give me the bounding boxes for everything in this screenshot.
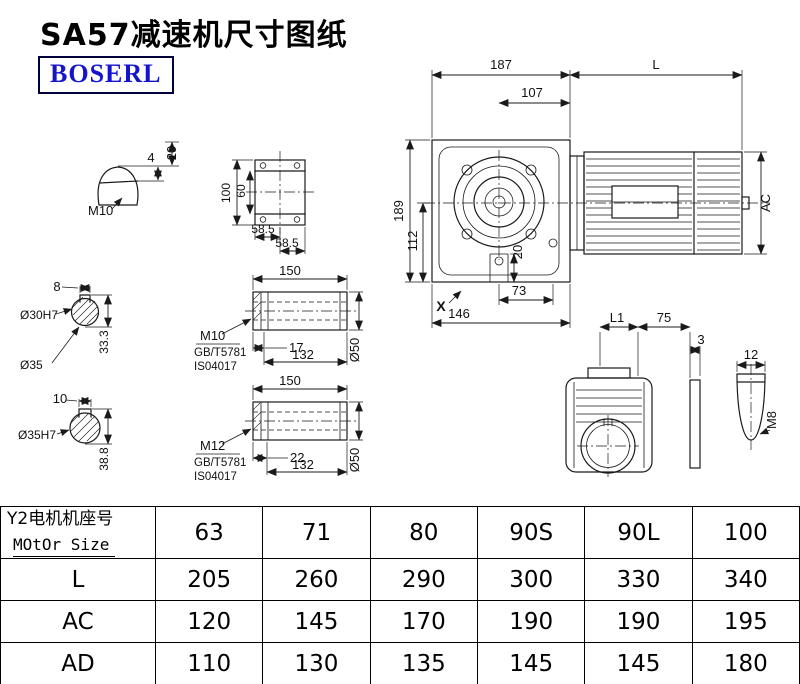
dim-main-107: 107 [521, 85, 543, 100]
label-bore1-od: Ø35 [20, 358, 43, 372]
dim-main-L: L [652, 57, 659, 72]
dim-rear-75: 75 [657, 310, 671, 325]
motor-size-100: 100 [691, 506, 800, 559]
value-AC-90l: 190 [584, 600, 693, 643]
label-rear-thread: M8 [764, 411, 779, 429]
label-shaft1-std2: IS04017 [194, 361, 237, 373]
dim-main-73: 73 [512, 283, 526, 298]
table-header-row: Y2电机机座号 MOtOr Size 63 71 80 90S 90L 100 [0, 506, 800, 559]
dim-rear-3: 3 [697, 332, 704, 347]
motor-size-80: 80 [369, 506, 478, 559]
label-shaft1-thread: M10 [200, 328, 225, 343]
technical-drawing: 4 20 M10 100 60 58.5 5 [18, 57, 779, 483]
value-AC-90s: 190 [476, 600, 586, 643]
dim-key-width: 20 [164, 146, 179, 160]
dim-rear-12: 12 [744, 347, 758, 362]
row-label-AD: AD [0, 642, 156, 684]
motor-size-90s: 90S [476, 506, 586, 559]
value-L-71: 260 [262, 558, 371, 601]
value-L-100: 340 [691, 558, 800, 601]
dimension-table: Y2电机机座号 MOtOr Size 63 71 80 90S 90L 100 … [0, 506, 800, 684]
dim-bore1-keyway: 8 [53, 279, 60, 294]
label-main-X: X [436, 298, 446, 314]
value-AD-90l: 145 [584, 642, 693, 684]
dim-bore2-depth: 38.8 [97, 447, 111, 471]
dim-bore2-keyway: 10 [53, 391, 67, 406]
dim-main-146: 146 [448, 306, 470, 321]
page-title: SA57减速机尺寸图纸 [40, 18, 348, 53]
shaft-side-view-1: 150 M10 GB/T5781 IS04017 17 132 Ø50 [194, 263, 363, 373]
table-row-AC: AC 120 145 170 190 190 195 [0, 600, 800, 643]
shaft-side-view-2: 150 M12 GB/T5781 IS04017 22 132 Ø50 [194, 373, 363, 483]
bore-section-view-2: 10 Ø35H7 38.8 [18, 391, 112, 471]
dim-shaft2-22: 22 [290, 450, 304, 465]
label-shaft2-std1: GB/T5781 [194, 457, 246, 469]
dim-shaft2-length: 150 [279, 373, 301, 388]
value-AC-71: 145 [262, 600, 371, 643]
motor-size-71: 71 [262, 506, 371, 559]
dim-shaft1-diameter: Ø50 [347, 338, 362, 363]
value-AC-63: 120 [154, 600, 264, 643]
value-AC-100: 195 [691, 600, 800, 643]
dim-key-height: 4 [147, 150, 154, 165]
flange-top-view: 100 60 58.5 58.5 [219, 151, 314, 255]
value-AD-80: 135 [369, 642, 478, 684]
dim-main-187: 187 [490, 57, 512, 72]
key-cross-section-view: 4 20 M10 [88, 141, 179, 218]
dim-flange-60: 60 [234, 184, 248, 198]
row-label-AC: AC [0, 600, 156, 643]
main-assembly-view: 187 L 107 189 112 AC 20 73 146 X [391, 57, 773, 328]
dim-rear-L1: L1 [610, 310, 624, 325]
label-shaft1-std1: GB/T5781 [194, 347, 246, 359]
row-label-L: L [0, 558, 156, 601]
motor-frame-label-cn: Y2电机机座号 [7, 509, 114, 529]
label-bore1-diameter: Ø30H7 [20, 308, 58, 322]
label-shaft2-thread: M12 [200, 438, 225, 453]
boserl-logo-text: BOSERL [50, 59, 162, 88]
bore-section-view-1: 8 Ø30H7 33.3 Ø35 [20, 279, 112, 372]
dim-flange-58b: 58.5 [275, 236, 299, 250]
value-AD-63: 110 [154, 642, 264, 684]
motor-size-label-en: MOtOr Size [13, 534, 116, 557]
value-AC-80: 170 [369, 600, 478, 643]
dim-flange-100: 100 [219, 183, 233, 203]
dim-main-20: 20 [510, 245, 525, 259]
label-shaft2-std2: IS04017 [194, 471, 237, 483]
dim-main-112: 112 [405, 231, 420, 252]
value-L-90l: 330 [584, 558, 693, 601]
dim-shaft1-132: 132 [292, 347, 314, 362]
motor-size-90l: 90L [584, 506, 693, 559]
value-AD-100: 180 [691, 642, 800, 684]
value-L-63: 205 [154, 558, 264, 601]
dim-main-189: 189 [391, 200, 406, 222]
value-AD-71: 130 [262, 642, 371, 684]
motor-size-63: 63 [154, 506, 264, 559]
dim-shaft1-17: 17 [289, 340, 303, 355]
dim-shaft2-diameter: Ø50 [347, 448, 362, 473]
dim-bore1-depth: 33.3 [97, 330, 111, 354]
rear-view: L1 75 3 12 M8 [565, 310, 779, 477]
value-AD-90s: 145 [476, 642, 586, 684]
table-row-AD: AD 110 130 135 145 145 180 [0, 642, 800, 684]
label-bore2-diameter: Ø35H7 [18, 428, 56, 442]
boserl-logo: BOSERL [38, 56, 174, 94]
dim-main-AC: AC [758, 194, 773, 212]
value-L-90s: 300 [476, 558, 586, 601]
dim-shaft1-length: 150 [279, 263, 301, 278]
dim-shaft2-132: 132 [292, 457, 314, 472]
label-key-thread: M10 [88, 203, 113, 218]
table-row-L: L 205 260 290 300 330 340 [0, 558, 800, 601]
dim-flange-58a: 58.5 [251, 222, 275, 236]
value-L-80: 290 [369, 558, 478, 601]
motor-size-header-cell: Y2电机机座号 MOtOr Size [0, 506, 156, 559]
